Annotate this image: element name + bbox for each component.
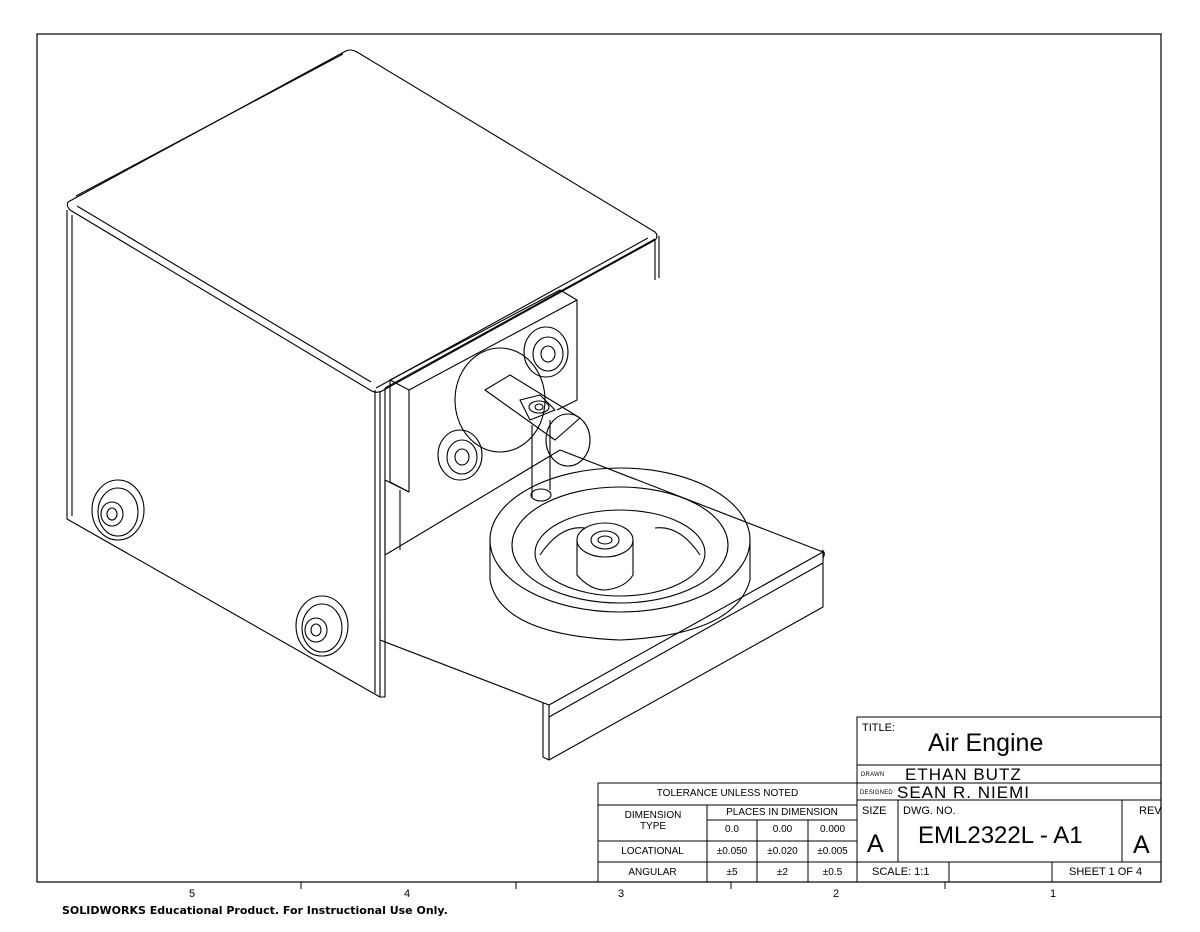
angular-2: ±2 (776, 867, 789, 878)
places-2: 0.00 (772, 824, 793, 835)
dwg-no-label: DWG. NO. (903, 805, 956, 817)
zone-3: 3 (618, 888, 625, 900)
rev-label: REV (1139, 805, 1162, 817)
drawing-title: Air Engine (928, 729, 1044, 757)
sheet-number: SHEET 1 OF 4 (1069, 866, 1143, 878)
flywheel (489, 467, 751, 641)
tolerance-header: TOLERANCE UNLESS NOTED (656, 788, 799, 799)
places-1: 0.0 (725, 824, 739, 835)
drawing-number: EML2322L - A1 (918, 822, 1083, 849)
zone-1: 1 (1050, 888, 1057, 900)
revision: A (1133, 831, 1150, 859)
sheet-size: A (867, 830, 884, 858)
locational-2: ±0.020 (767, 846, 798, 857)
dimension-type-label: DIMENSION TYPE (624, 810, 682, 832)
locational-3: ±0.005 (817, 846, 848, 857)
title-block-grid (597, 716, 1162, 883)
enclosure-housing (66, 49, 660, 698)
places-header: PLACES IN DIMENSION (726, 807, 838, 818)
piston-cylinder (454, 347, 591, 502)
places-3: 0.000 (819, 824, 846, 835)
block-bolts (437, 326, 569, 481)
zone-ticks (300, 882, 946, 889)
zone-5: 5 (189, 888, 196, 900)
locational-1: ±0.050 (716, 846, 748, 857)
educational-watermark-note: SOLIDWORKS Educational Product. For Inst… (62, 904, 448, 917)
enclosure-bolts (91, 479, 349, 657)
base-plate (379, 449, 825, 761)
designed-label: DESIGNED (860, 790, 893, 796)
zone-2: 2 (833, 888, 840, 900)
title-label: TITLE: (862, 722, 896, 734)
drawn-by: ETHAN BUTZ (905, 765, 1022, 784)
cylinder-block (384, 289, 578, 556)
angular-3: ±0.5 (822, 867, 843, 878)
designed-by: SEAN R. NIEMI (897, 783, 1030, 802)
isometric-assembly-view (66, 49, 825, 761)
drawn-label: DRAWN (861, 772, 885, 778)
angular-1: ±5 (726, 867, 738, 878)
scale: SCALE: 1:1 (872, 866, 930, 878)
row-angular-label: ANGULAR (628, 867, 677, 878)
zone-4: 4 (404, 888, 411, 900)
row-locational-label: LOCATIONAL (621, 846, 684, 857)
size-label: SIZE (862, 805, 887, 817)
